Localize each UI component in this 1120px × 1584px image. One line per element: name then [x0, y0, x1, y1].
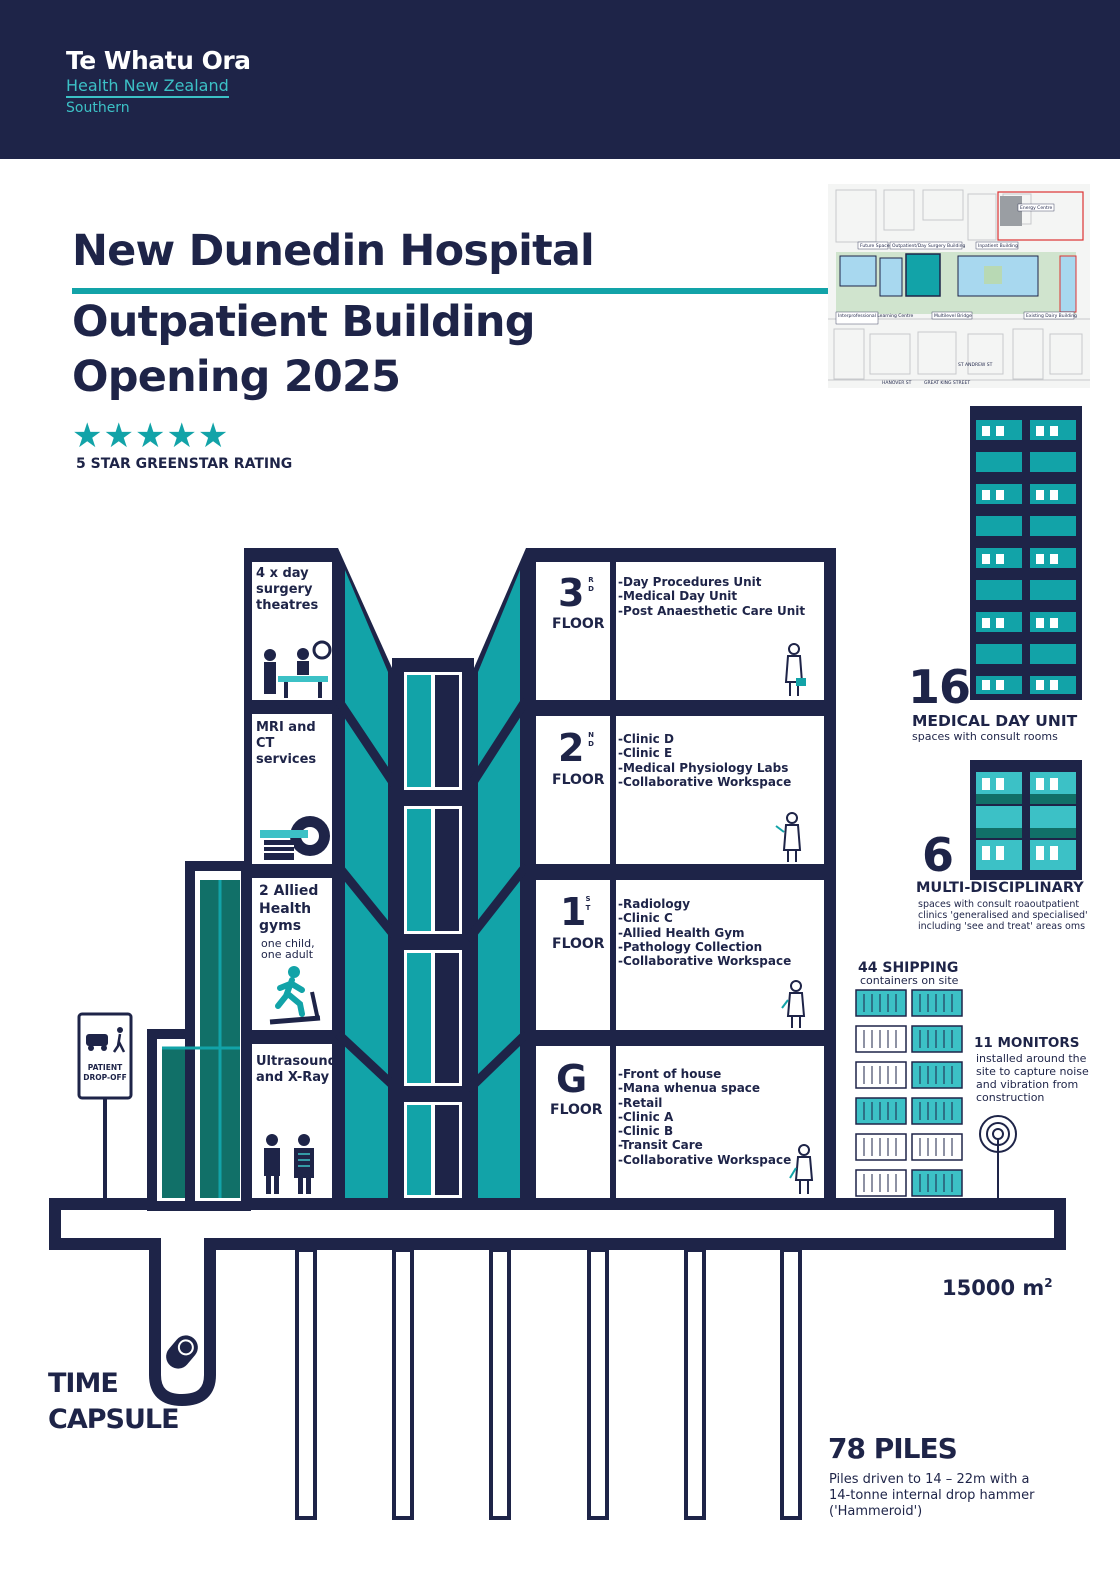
floor-g-item: Clinic B	[618, 1124, 791, 1138]
area-value: 15000 m2	[942, 1276, 1053, 1300]
staff-icon-1st	[781, 980, 806, 1028]
shipping-containers	[855, 989, 963, 1197]
star-rating-icons: ★★★★★	[72, 416, 230, 456]
piles	[295, 1248, 802, 1520]
floor-1-suffix-2: T	[585, 904, 591, 912]
wing-label-gyms: 2 Allied Health gyms	[259, 883, 319, 934]
floor-3-suffix-1: R	[588, 576, 594, 584]
title-divider	[72, 288, 922, 294]
map-label-dairy: Existing Dairy Building	[1026, 313, 1077, 319]
logo-name: Te Whatu Ora	[66, 46, 251, 75]
floor-3-word: FLOOR	[552, 616, 605, 632]
floor-3-list: Day Procedures Unit Medical Day Unit Pos…	[618, 575, 805, 618]
capsule-line2: CAPSULE	[48, 1404, 180, 1435]
shipping-desc: containers on site	[860, 974, 959, 987]
piles-heading: 78 PILES	[828, 1432, 958, 1465]
map-label-hanover: HANOVER ST	[882, 380, 912, 386]
wing-label-surgery: 4 x day surgery theatres	[256, 566, 319, 613]
subtitle-opening: Opening 2025	[72, 352, 401, 402]
floor-g-item: Front of house	[618, 1067, 791, 1081]
floor-1-item: Clinic C	[618, 911, 791, 925]
staff-icon-g	[789, 1144, 814, 1194]
sign-label-line1: PATIENT	[88, 1063, 123, 1072]
shipping-heading: 44 SHIPPING	[858, 960, 959, 976]
wing-label-ultrasound: Ultrasound and X-Ray	[256, 1054, 337, 1085]
monitors-heading: 11 MONITORS	[974, 1035, 1080, 1051]
floor-1-item: Pathology Collection	[618, 940, 791, 954]
area-unit-sup: 2	[1044, 1276, 1053, 1290]
floor-g-item: Transit Care	[618, 1138, 791, 1152]
floor-g-item: Mana whenua space	[618, 1081, 791, 1095]
capsule-line1: TIME	[48, 1368, 119, 1399]
floor-1-list: Radiology Clinic C Allied Health Gym Pat…	[618, 897, 791, 968]
medical-day-desc: spaces with consult rooms	[912, 730, 1058, 743]
patient-dropoff-sign: PATIENT DROP-OFF	[77, 1012, 133, 1204]
xray-icon	[264, 1134, 314, 1194]
medical-day-count: 16	[908, 660, 971, 714]
map-label-future: Future Spaces	[860, 243, 892, 249]
page-title: New Dunedin Hospital	[72, 226, 595, 276]
piles-desc: Piles driven to 14 – 22m with a 14-tonne…	[829, 1472, 1035, 1519]
floor-1-item: Allied Health Gym	[618, 926, 791, 940]
subtitle-building: Outpatient Building	[72, 297, 536, 347]
sign-label-line2: DROP-OFF	[83, 1073, 126, 1082]
floor-2-item: Clinic D	[618, 732, 791, 746]
treadmill-icon	[269, 966, 321, 1025]
wing-gyms-note: one child, one adult	[261, 937, 315, 961]
monitor-icon	[979, 1115, 1017, 1204]
map-label-bridge: Multilevel Bridge	[934, 313, 972, 319]
multi-desc: spaces with consult roaoutpatient clinic…	[918, 899, 1088, 932]
floor-1-number: 1	[560, 890, 587, 934]
floor-g-word: FLOOR	[550, 1102, 603, 1118]
area-number: 15000 m	[942, 1276, 1045, 1300]
floor-2-word: FLOOR	[552, 772, 605, 788]
floor-g-list: Front of house Mana whenua space Retail …	[618, 1067, 791, 1167]
wing-label-mri: MRI and CT services	[256, 720, 317, 767]
floor-2-suffix-1: N	[588, 731, 594, 739]
multi-disciplinary-tower	[970, 760, 1082, 880]
map-label-energy: Energy Centre	[1020, 205, 1052, 211]
mri-scanner-icon	[260, 816, 330, 860]
floor-g-item: Clinic A	[618, 1110, 791, 1124]
map-label-inpatient: Inpatient Building	[978, 243, 1018, 249]
floor-1-word: FLOOR	[552, 936, 605, 952]
medical-day-tower	[970, 406, 1082, 700]
monitors-desc: installed around the site to capture noi…	[976, 1052, 1089, 1104]
floor-3-suffix-2: D	[588, 585, 594, 593]
floor-1-item: Radiology	[618, 897, 791, 911]
multi-heading: MULTI-DISCIPLINARY	[916, 880, 1084, 896]
floor-g-number: G	[556, 1057, 588, 1101]
surgery-icon	[264, 640, 332, 698]
medical-day-heading: MEDICAL DAY UNIT	[912, 712, 1078, 730]
floor-1-item: Collaborative Workspace	[618, 954, 791, 968]
time-capsule-icon	[166, 1335, 198, 1369]
floor-2-number: 2	[558, 726, 585, 770]
header-bar: Te Whatu Ora Health New Zealand Southern	[0, 0, 1120, 159]
floor-2-item: Collaborative Workspace	[618, 775, 791, 789]
floor-2-suffix-2: D	[588, 740, 594, 748]
site-map: Energy Centre Future Spaces Outpatient/D…	[828, 184, 1090, 388]
map-label-learning: Interprofessional Learning Centre	[838, 313, 914, 319]
logo-region: Southern	[66, 100, 130, 116]
floor-g-item: Collaborative Workspace	[618, 1153, 791, 1167]
floor-g-item: Retail	[618, 1096, 791, 1110]
floor-3-item: Medical Day Unit	[618, 589, 805, 603]
floor-2-list: Clinic D Clinic E Medical Physiology Lab…	[618, 732, 791, 789]
map-label-outpatient: Outpatient/Day Surgery Building	[892, 243, 965, 249]
floor-3-item: Post Anaesthetic Care Unit	[618, 604, 805, 618]
floor-3-number: 3	[558, 571, 585, 615]
floor-2-item: Medical Physiology Labs	[618, 761, 791, 775]
rating-label: 5 STAR GREENSTAR RATING	[76, 456, 293, 472]
floor-2-item: Clinic E	[618, 746, 791, 760]
map-label-standrew: ST ANDREW ST	[958, 362, 993, 368]
staff-icon-3rd	[784, 643, 806, 696]
multi-count: 6	[922, 828, 954, 882]
map-label-greatking: GREAT KING STREET	[924, 380, 970, 386]
floor-3-item: Day Procedures Unit	[618, 575, 805, 589]
staff-icon-2nd	[775, 812, 802, 862]
floor-1-suffix-1: S	[585, 895, 591, 903]
logo-subtitle: Health New Zealand	[66, 76, 229, 98]
